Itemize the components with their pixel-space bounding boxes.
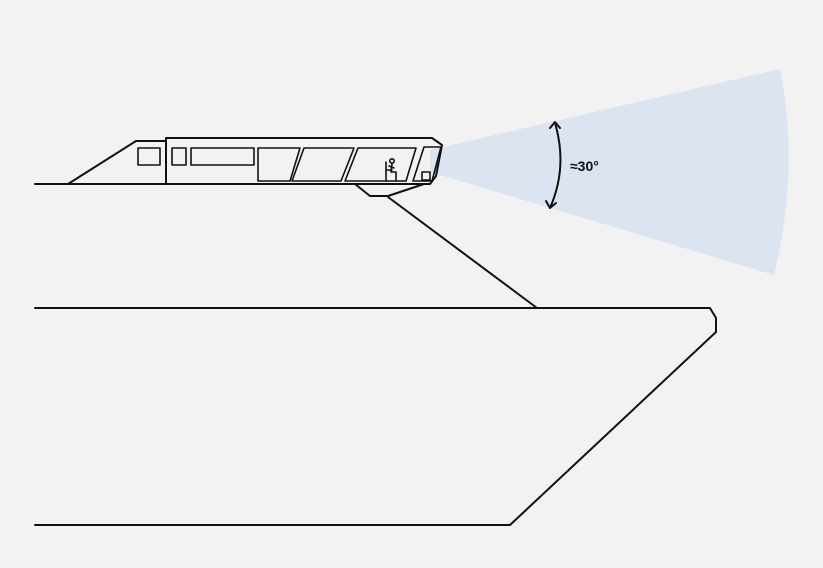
double-arrow-icon [545, 121, 562, 209]
bridge-structure [34, 137, 443, 197]
window-5 [291, 147, 355, 182]
support-strut [387, 196, 538, 309]
bridge-window [412, 146, 442, 182]
view-cone [430, 69, 789, 275]
window-1 [137, 147, 161, 166]
person-seated-icon [385, 158, 397, 182]
window-2 [171, 147, 187, 166]
hull-outline [34, 307, 717, 526]
window-6 [344, 147, 417, 182]
window-4 [257, 147, 301, 182]
window-3 [190, 147, 255, 166]
angle-label: ≈30° [570, 158, 599, 174]
